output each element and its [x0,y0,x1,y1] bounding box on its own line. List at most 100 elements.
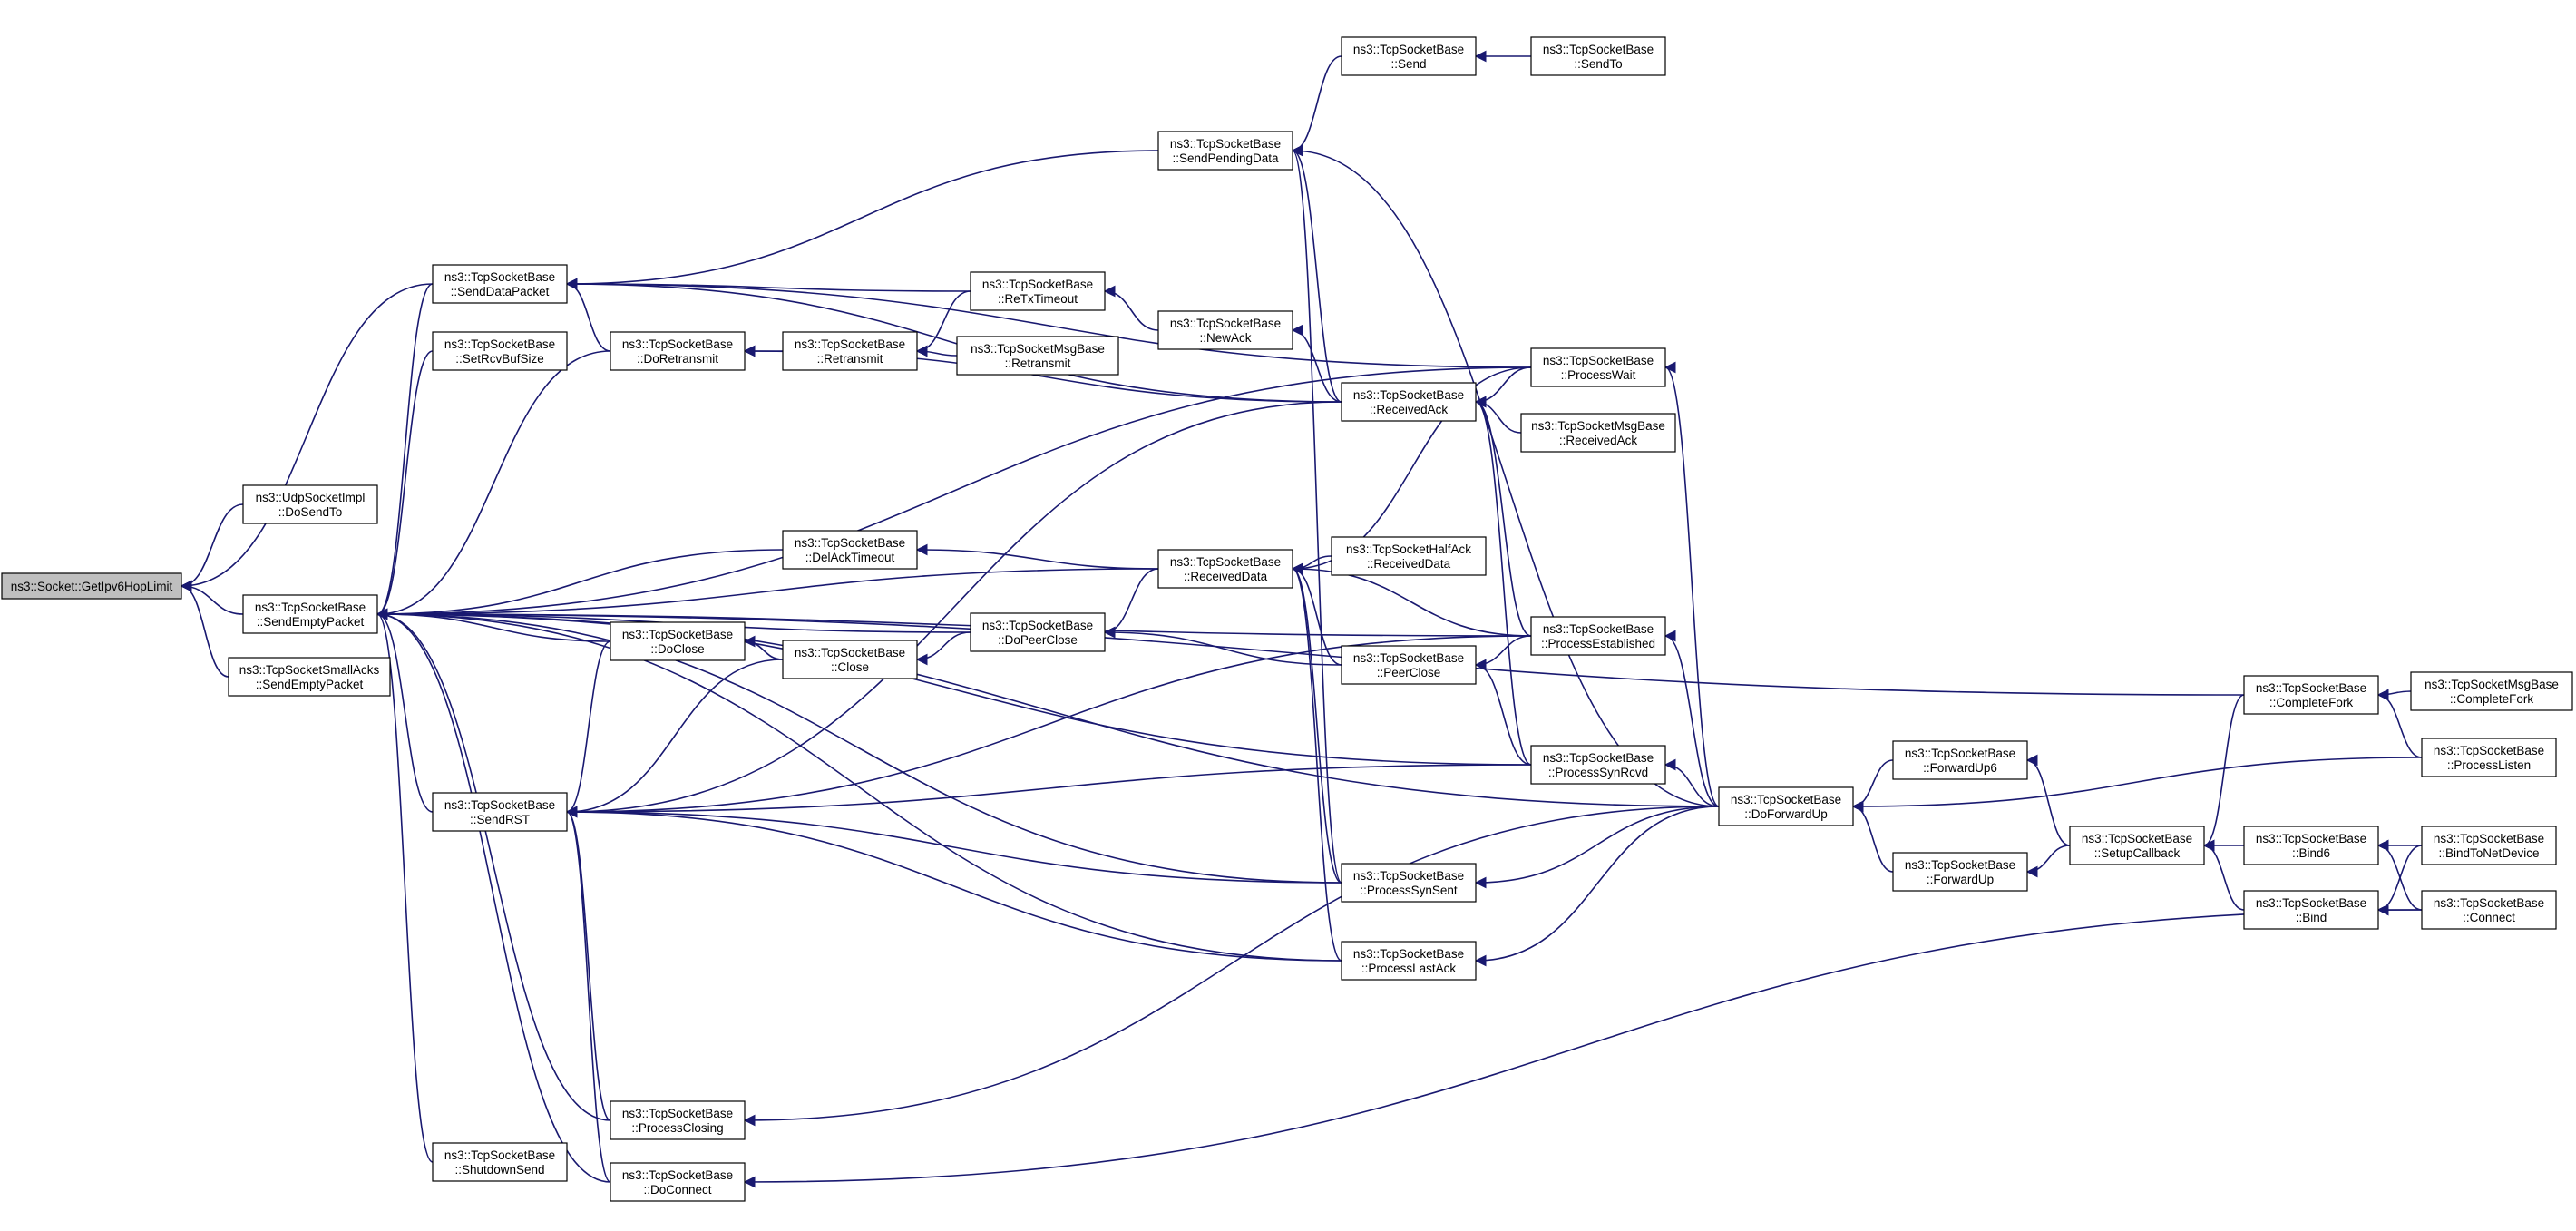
call-arrow [1103,568,1159,639]
node-msg-retransmit[interactable]: ns3::TcpSocketMsgBase::Retransmit [956,336,1119,376]
node-retxtimeout[interactable]: ns3::TcpSocketBase::ReTxTimeout [970,271,1106,311]
call-arrow [1474,396,1532,637]
node-delacktimeout[interactable]: ns3::TcpSocketBase::DelAckTimeout [782,530,918,570]
node-box [1718,786,1854,826]
call-edge-receivedack-to-sendrst [565,401,1342,818]
call-arrow [565,806,611,1183]
node-processlisten[interactable]: ns3::TcpSocketBase::ProcessListen [2421,738,2557,777]
node-box [970,612,1106,652]
node-bindtonetdevice[interactable]: ns3::TcpSocketBase::BindToNetDevice [2421,826,2557,865]
node-method-label: ::Bind [2296,911,2327,924]
node-box [432,792,568,832]
call-arrow [2025,845,2071,878]
node-processsynrcvd[interactable]: ns3::TcpSocketBase::ProcessSynRcvd [1530,745,1666,785]
node-box [1341,36,1477,76]
node-sendto[interactable]: ns3::TcpSocketBase::SendTo [1530,36,1666,76]
node-method-label: ::DelAckTimeout [805,551,895,564]
node-connect[interactable]: ns3::TcpSocketBase::Connect [2421,890,2557,930]
call-edge-smallacks_sendempty-to-root [180,580,229,678]
node-processclosing[interactable]: ns3::TcpSocketBase::ProcessClosing [610,1100,746,1140]
node-msg-completefork[interactable]: ns3::TcpSocketMsgBase::CompleteFork [2410,671,2573,711]
node-bind[interactable]: ns3::TcpSocketBase::Bind [2243,890,2379,930]
node-bind6[interactable]: ns3::TcpSocketBase::Bind6 [2243,826,2379,865]
node-senddatapacket[interactable]: ns3::TcpSocketBase::SendDataPacket [432,264,568,304]
node-class-label: ns3::TcpSocketBase [2256,832,2366,845]
node-method-label: ::ReceivedData [1367,557,1451,571]
node-doconnect[interactable]: ns3::TcpSocketBase::DoConnect [610,1162,746,1202]
node-class-label: ns3::TcpSocketBase [982,619,1093,632]
node-class-label: ns3::TcpSocketMsgBase [2425,678,2559,691]
call-arrow [1103,626,1342,666]
node-doclose[interactable]: ns3::TcpSocketBase::DoClose [610,621,746,661]
node-box [2243,675,2379,715]
node-class-label: ns3::TcpSocketBase [622,337,733,351]
node-method-label: ::ReceivedAck [1559,434,1638,447]
node-dopeerclose[interactable]: ns3::TcpSocketBase::DoPeerClose [970,612,1106,652]
call-edge-doforwardup-to-processestablished [1664,630,1720,807]
call-arrow [180,580,244,615]
node-method-label: ::PeerClose [1377,666,1441,679]
node-root[interactable]: ns3::Socket::GetIpv6HopLimit [1,572,182,600]
node-forwardup[interactable]: ns3::TcpSocketBase::ForwardUp [1892,852,2028,892]
node-box [1530,745,1666,785]
node-close[interactable]: ns3::TcpSocketBase::Close [782,640,918,679]
node-peerclose[interactable]: ns3::TcpSocketBase::PeerClose [1341,645,1477,685]
node-processwait[interactable]: ns3::TcpSocketBase::ProcessWait [1530,347,1666,387]
call-arrow [1291,144,1342,403]
node-receivedack[interactable]: ns3::TcpSocketBase::ReceivedAck [1341,382,1477,422]
node-class-label: ns3::TcpSocketBase [1543,751,1654,765]
call-edge-bindtonetdevice-to-bind [2376,845,2423,916]
node-sendemptypacket[interactable]: ns3::TcpSocketBase::SendEmptyPacket [242,594,378,634]
node-smallacks-sendempty[interactable]: ns3::TcpSocketSmallAcks::SendEmptyPacket [228,657,391,697]
node-class-label: ns3::TcpSocketBase [2434,896,2544,910]
node-udp-dosendto[interactable]: ns3::UdpSocketImpl::DoSendTo [242,484,378,524]
node-class-label: ns3::TcpSocketMsgBase [971,342,1105,356]
node-method-label: ::DoConnect [643,1183,711,1197]
node-class-label: ns3::Socket::GetIpv6HopLimit [11,580,173,593]
call-arrow [1291,324,1342,403]
node-method-label: ::DoRetransmit [637,352,718,366]
node-msg-receivedack[interactable]: ns3::TcpSocketMsgBase::ReceivedAck [1520,413,1676,453]
node-method-label: ::Retransmit [817,352,883,366]
call-arrow [1103,285,1159,331]
node-processlastack[interactable]: ns3::TcpSocketBase::ProcessLastAck [1341,941,1477,981]
call-arrow [2025,754,2071,846]
node-box [1157,131,1293,171]
call-edge-completefork-to-setupcallback [2202,694,2245,852]
call-edge-delacktimeout-to-sendemptypacket [376,549,784,620]
node-box [1530,36,1666,76]
node-method-label: ::SendDataPacket [451,285,550,298]
node-shutdownsend[interactable]: ns3::TcpSocketBase::ShutdownSend [432,1142,568,1182]
node-sendpendingdata[interactable]: ns3::TcpSocketBase::SendPendingData [1157,131,1293,171]
node-halfack-receiveddata[interactable]: ns3::TcpSocketHalfAck::ReceivedData [1331,536,1487,576]
node-method-label: ::DoPeerClose [998,633,1078,647]
call-arrow [565,806,611,1121]
node-newack[interactable]: ns3::TcpSocketBase::NewAck [1157,310,1293,350]
node-receiveddata[interactable]: ns3::TcpSocketBase::ReceivedData [1157,549,1293,589]
node-completefork[interactable]: ns3::TcpSocketBase::CompleteFork [2243,675,2379,715]
call-arrow [2376,689,2423,758]
node-retransmit[interactable]: ns3::TcpSocketBase::Retransmit [782,331,918,371]
node-processestablished[interactable]: ns3::TcpSocketBase::ProcessEstablished [1530,616,1666,656]
node-doretransmit[interactable]: ns3::TcpSocketBase::DoRetransmit [610,331,746,371]
node-doforwardup[interactable]: ns3::TcpSocketBase::DoForwardUp [1718,786,1854,826]
node-class-label: ns3::TcpSocketBase [444,337,555,351]
call-edge-processclosing-to-sendrst [565,806,611,1121]
node-forwardup6[interactable]: ns3::TcpSocketBase::ForwardUp6 [1892,740,2028,780]
call-arrow [565,659,784,818]
node-send[interactable]: ns3::TcpSocketBase::Send [1341,36,1477,76]
node-setrcvbufsize[interactable]: ns3::TcpSocketBase::SetRcvBufSize [432,331,568,371]
node-processsynsent[interactable]: ns3::TcpSocketBase::ProcessSynSent [1341,863,1477,903]
node-class-label: ns3::TcpSocketHalfAck [1346,542,1471,556]
node-box [2243,826,2379,865]
call-arrow [565,278,1342,403]
node-sendrst[interactable]: ns3::TcpSocketBase::SendRST [432,792,568,832]
call-arrow [376,608,1342,962]
call-arrow [180,580,229,678]
node-method-label: ::SetRcvBufSize [455,352,544,366]
node-setupcallback[interactable]: ns3::TcpSocketBase::SetupCallback [2069,826,2205,865]
node-class-label: ns3::TcpSocketBase [982,278,1093,291]
call-arrow [376,549,784,620]
node-class-label: ns3::TcpSocketBase [622,1107,733,1120]
